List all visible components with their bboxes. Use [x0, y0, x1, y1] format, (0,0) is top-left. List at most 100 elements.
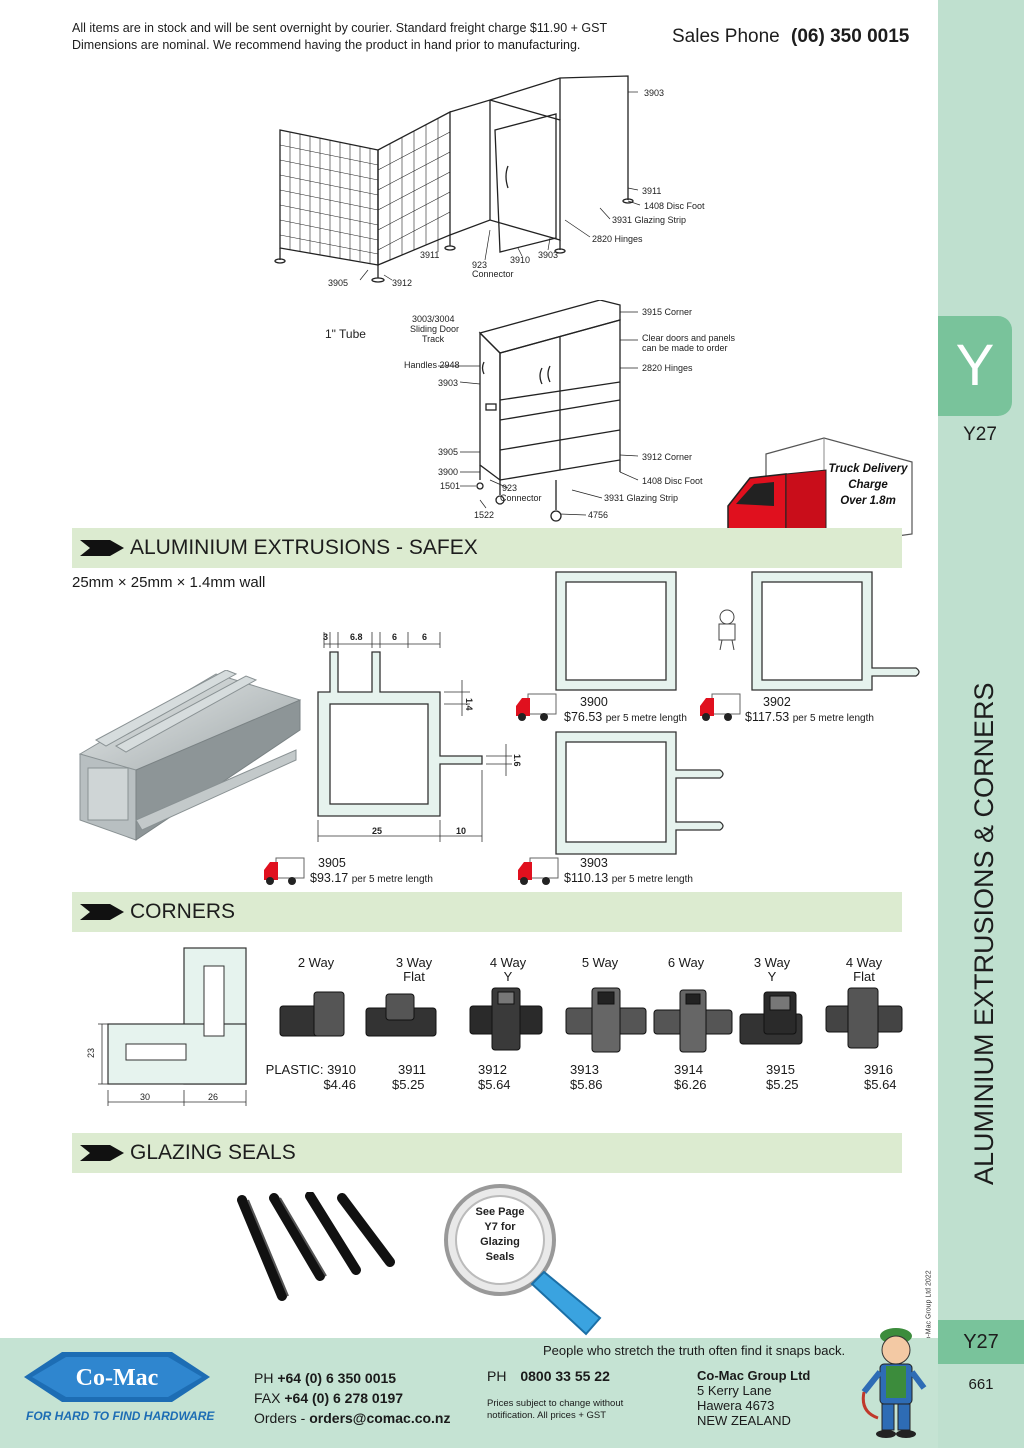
- corner-code: 3913: [570, 1062, 599, 1077]
- phone-number[interactable]: +64 (0) 6 350 0015: [277, 1370, 397, 1386]
- dimension-label: 6: [392, 632, 397, 642]
- enclosure-diagram: 3903 3911 1408 Disc Foot 3931 Glazing St…: [274, 75, 705, 288]
- diagram-label: 1408 Disc Foot: [642, 476, 703, 486]
- dimension-label: 26: [208, 1092, 218, 1102]
- corner-price: $5.64: [478, 1077, 511, 1092]
- corner-price-3914: 3914 $6.26: [674, 1062, 714, 1092]
- section-tab-code: Y27: [963, 424, 997, 445]
- address-line: NEW ZEALAND: [697, 1413, 791, 1428]
- section-header-corners: CORNERS: [72, 892, 902, 932]
- header-note-line2: Dimensions are nominal. We recommend hav…: [72, 38, 581, 52]
- page-number: 661: [968, 1376, 994, 1393]
- corner-dimension-drawing: 23 30 26: [86, 947, 247, 1106]
- diagram-label: 3905: [328, 278, 348, 288]
- product-price: $76.53: [564, 710, 603, 724]
- page-section-code: Y27: [938, 1320, 1024, 1364]
- corner-code: 3915: [766, 1062, 795, 1077]
- diagram-label: 3915 Corner: [642, 307, 692, 317]
- small-truck-icon: [264, 857, 305, 885]
- section-header-extrusions: ALUMINIUM EXTRUSIONS - SAFEX: [72, 528, 902, 568]
- address-line: Hawera 4673: [697, 1398, 775, 1413]
- corner-products-row: [279, 987, 903, 1053]
- material-label: PLASTIC:: [265, 1062, 324, 1077]
- corner-price: $4.46: [323, 1077, 356, 1092]
- product-unit: per 5 metre length: [792, 713, 874, 724]
- product-3905-price: 3905 $93.17 per 5 metre length: [310, 856, 433, 887]
- diagram-label: 3003/3004: [412, 314, 455, 324]
- dimension-label: 23: [86, 1048, 96, 1058]
- product-unit: per 5 metre length: [611, 874, 693, 885]
- diagram-label: 1" Tube: [325, 327, 366, 341]
- section-title: CORNERS: [130, 900, 236, 923]
- product-code: 3900: [580, 695, 608, 709]
- diagram-label: Track: [422, 334, 445, 344]
- product-code: 3903: [580, 856, 608, 870]
- diagram-label: 1522: [474, 510, 494, 520]
- product-code: 3905: [318, 856, 346, 870]
- dimension-label: 1.6: [512, 754, 522, 767]
- logo-text: Co-Mac: [76, 1365, 159, 1391]
- footer-slogan: People who stretch the truth often find …: [543, 1343, 846, 1358]
- sales-phone: Sales Phone (06) 350 0015: [672, 26, 909, 48]
- product-code: 3902: [763, 695, 791, 709]
- orders-email-link[interactable]: orders@comac.co.nz: [309, 1410, 451, 1426]
- right-side-strip: [938, 0, 1024, 1448]
- diagram-label: 3905: [438, 447, 458, 457]
- diagram-label: 2820 Hinges: [642, 363, 693, 373]
- magnifier-text: Glazing: [480, 1236, 520, 1248]
- profile-3905-drawing: 3 6.8 6 6 1.4 1.6 25 10: [317, 632, 522, 842]
- sales-phone-number[interactable]: (06) 350 0015: [791, 26, 910, 47]
- corner-price-3912: 3912 $5.64: [478, 1062, 518, 1092]
- dimension-label: 3: [323, 632, 328, 642]
- dimension-label: 6.8: [350, 632, 363, 642]
- cabinet-diagram: 1" Tube 3003/3004 Sliding Door Track Han…: [325, 300, 736, 522]
- section-tab-letter[interactable]: Y: [938, 316, 1012, 416]
- diagram-label: 1501: [440, 481, 460, 491]
- diagram-label: 923: [472, 260, 487, 270]
- orders-label: Orders -: [254, 1410, 306, 1426]
- corner-price: $6.26: [674, 1077, 707, 1092]
- corner-price-3915: 3915 $5.25: [766, 1062, 806, 1092]
- comac-logo[interactable]: Co-Mac: [22, 1348, 212, 1406]
- footer-address: Co-Mac Group Ltd 5 Kerry Lane Hawera 467…: [697, 1368, 810, 1428]
- diagram-label: 3931 Glazing Strip: [604, 493, 678, 503]
- company-name: Co-Mac Group Ltd: [697, 1368, 811, 1383]
- corner-price-3911: 3911 $5.25: [392, 1062, 432, 1092]
- corner-code: 3911: [398, 1062, 426, 1077]
- magnifier-icon[interactable]: See Page Y7 for Glazing Seals: [440, 1178, 610, 1338]
- small-truck-icon: [518, 857, 559, 885]
- product-3902-price: 3902 $117.53 per 5 metre length: [745, 695, 874, 726]
- freephone-number[interactable]: 0800 33 55 22: [520, 1368, 610, 1384]
- footer-tagline: FOR HARD TO FIND HARDWARE: [26, 1409, 215, 1423]
- diagram-label: can be made to order: [642, 343, 728, 353]
- fax-number[interactable]: +64 (0) 6 278 0197: [284, 1390, 404, 1406]
- arrow-icon: [80, 540, 124, 556]
- phone-label: PH: [254, 1370, 274, 1386]
- corner-label: 2 Way: [297, 955, 335, 970]
- product-3903-price: 3903 $110.13 per 5 metre length: [564, 856, 693, 887]
- diagram-label: Connector: [500, 493, 542, 503]
- product-3900-price: 3900 $76.53 per 5 metre length: [564, 695, 687, 726]
- small-truck-icon: [700, 693, 741, 721]
- corner-price: $5.25: [766, 1077, 799, 1092]
- magnifier-text: Seals: [486, 1251, 515, 1263]
- diagram-label: Connector: [472, 269, 514, 279]
- footer-freephone: PH 0800 33 55 22: [487, 1368, 610, 1384]
- diagram-label: Handles 2948: [404, 360, 460, 370]
- header-note-line1: All items are in stock and will be sent …: [72, 21, 608, 35]
- footer-contacts: PH +64 (0) 6 350 0015 FAX +64 (0) 6 278 …: [254, 1368, 451, 1428]
- truck-line2: Charge: [848, 479, 888, 491]
- diagram-label: 3912 Corner: [642, 452, 692, 462]
- phone-label: PH: [487, 1368, 507, 1384]
- corner-price: $5.86: [570, 1077, 603, 1092]
- dimension-label: 25: [372, 826, 382, 836]
- profile-3902-drawing: [751, 571, 920, 691]
- dimension-label: 6: [422, 632, 427, 642]
- product-price: $93.17: [310, 871, 349, 885]
- diagram-label: 923: [502, 483, 517, 493]
- diagram-label: 3910: [510, 255, 530, 265]
- diagram-label: 4756: [588, 510, 608, 520]
- product-unit: per 5 metre length: [351, 874, 433, 885]
